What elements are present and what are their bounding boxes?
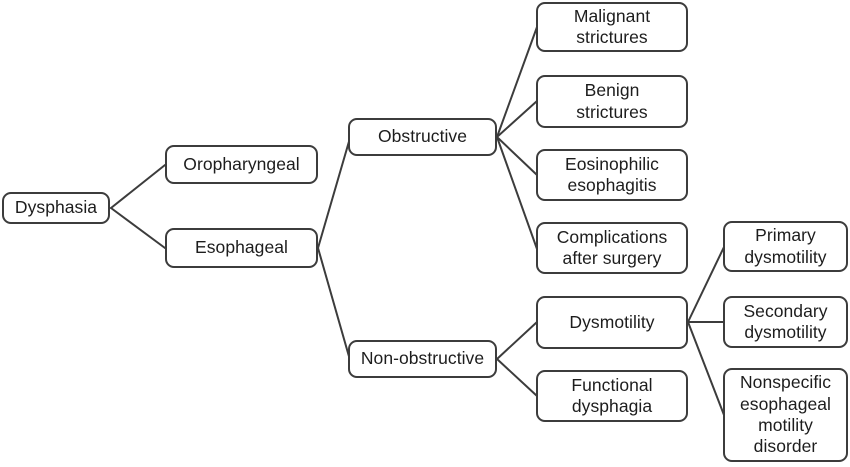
node-label-non-obstructive: Non-obstructive: [360, 348, 485, 369]
edge-obstructive-to-eosinophilic-esophagitis: [496, 136, 538, 176]
edge-obstructive-to-complications-after-surgery: [496, 136, 538, 250]
edge-dysphasia-to-esophageal: [110, 207, 166, 249]
edge-obstructive-to-benign-strictures: [496, 100, 538, 138]
node-benign-strictures[interactable]: Benign strictures: [536, 75, 688, 128]
node-label-complications-after-surgery: Complications after surgery: [556, 226, 668, 268]
edge-obstructive-to-malignant-strictures: [496, 26, 538, 138]
node-functional-dysphagia[interactable]: Functional dysphagia: [536, 370, 688, 422]
node-label-primary-dysmotility: Primary dysmotility: [744, 225, 827, 267]
node-malignant-strictures[interactable]: Malignant strictures: [536, 2, 688, 52]
node-secondary-dysmotility[interactable]: Secondary dysmotility: [723, 296, 848, 348]
node-complications-after-surgery[interactable]: Complications after surgery: [536, 222, 688, 274]
node-primary-dysmotility[interactable]: Primary dysmotility: [723, 221, 848, 272]
node-label-secondary-dysmotility: Secondary dysmotility: [743, 300, 828, 342]
edge-dysmotility-to-nonspecific-esophageal-motility-disorder: [687, 321, 725, 416]
edge-non-obstructive-to-dysmotility: [496, 321, 538, 360]
edge-dysphasia-to-oropharyngeal: [110, 164, 166, 209]
node-label-benign-strictures: Benign strictures: [576, 80, 648, 122]
node-label-dysphasia: Dysphasia: [14, 197, 98, 218]
node-dysphasia[interactable]: Dysphasia: [2, 192, 110, 224]
edge-non-obstructive-to-functional-dysphagia: [496, 358, 538, 397]
node-label-functional-dysphagia: Functional dysphagia: [571, 374, 653, 416]
node-label-oropharyngeal: Oropharyngeal: [183, 153, 300, 174]
edge-esophageal-to-obstructive: [317, 137, 351, 249]
node-label-dysmotility: Dysmotility: [569, 311, 655, 332]
node-eosinophilic-esophagitis[interactable]: Eosinophilic esophagitis: [536, 149, 688, 201]
node-label-nonspecific-esophageal-motility-disorder: Nonspecific esophageal motility disorder: [739, 372, 831, 457]
node-nonspecific-esophageal-motility-disorder[interactable]: Nonspecific esophageal motility disorder: [723, 368, 848, 462]
node-label-malignant-strictures: Malignant strictures: [573, 5, 651, 47]
node-label-eosinophilic-esophagitis: Eosinophilic esophagitis: [565, 153, 659, 195]
node-non-obstructive[interactable]: Non-obstructive: [348, 340, 497, 378]
node-dysmotility[interactable]: Dysmotility: [536, 296, 688, 349]
node-oropharyngeal[interactable]: Oropharyngeal: [165, 145, 318, 184]
edge-esophageal-to-non-obstructive: [317, 247, 351, 361]
edge-dysmotility-to-primary-dysmotility: [687, 246, 725, 323]
node-obstructive[interactable]: Obstructive: [348, 118, 497, 156]
node-label-obstructive: Obstructive: [377, 126, 468, 147]
node-label-esophageal: Esophageal: [195, 237, 288, 258]
node-esophageal[interactable]: Esophageal: [165, 228, 318, 268]
